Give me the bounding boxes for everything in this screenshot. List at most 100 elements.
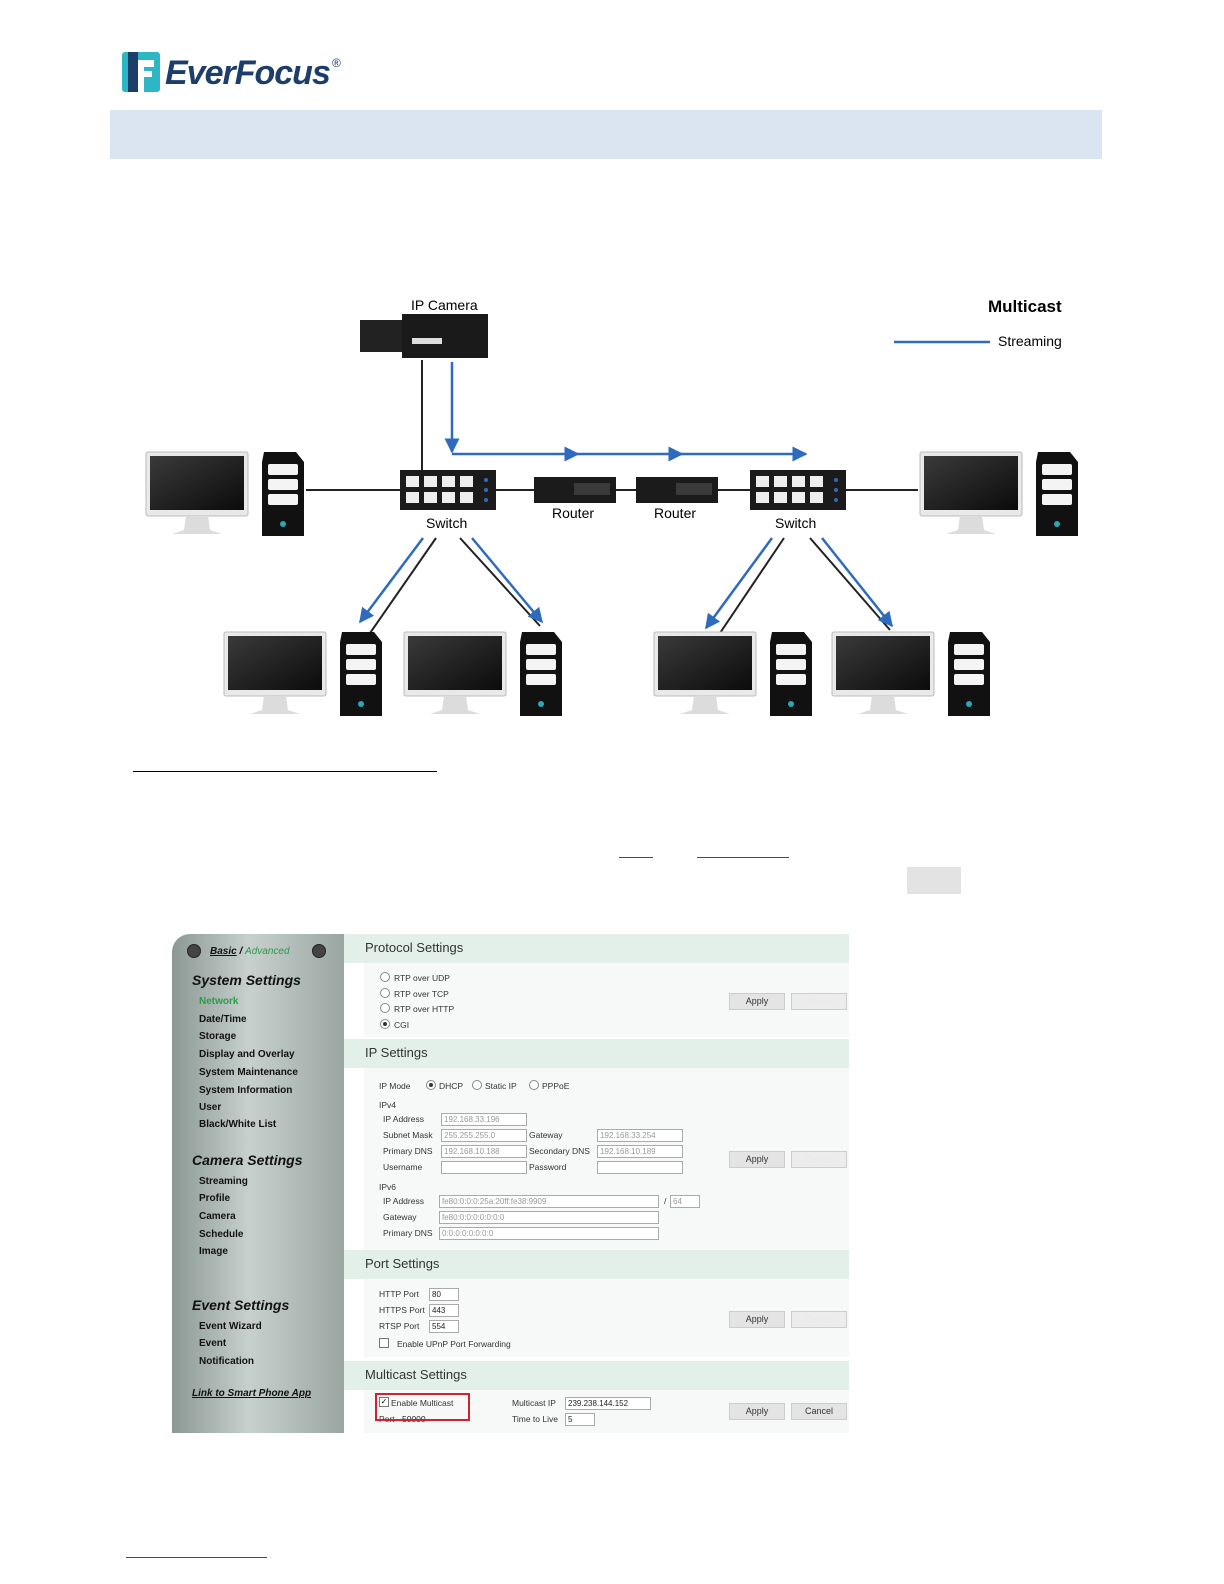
- mode-links: Basic / Advanced: [210, 946, 290, 957]
- ipv6-dns-input[interactable]: 0:0:0:0:0:0:0:0: [439, 1227, 659, 1240]
- http-port-input[interactable]: 80: [429, 1288, 459, 1301]
- radio-rtp-tcp[interactable]: [380, 988, 390, 998]
- ip-address-input[interactable]: 192.168.33.196: [441, 1113, 527, 1126]
- primary-dns-input[interactable]: 192.168.10.188: [441, 1145, 527, 1158]
- static-ip-label: Static IP: [485, 1081, 517, 1091]
- username-input[interactable]: [441, 1161, 527, 1174]
- ttl-label: Time to Live: [512, 1414, 558, 1424]
- sidebar-item-date-time[interactable]: Date/Time: [199, 1014, 247, 1025]
- link-underline[interactable]: [697, 857, 789, 858]
- multicast-settings-body: ✓ Enable Multicast Port 50000 Multicast …: [364, 1390, 849, 1433]
- radio-rtp-http[interactable]: [380, 1003, 390, 1013]
- radio-cgi[interactable]: [380, 1019, 390, 1029]
- ip-cancel-button[interactable]: Cancel: [791, 1151, 847, 1168]
- footer-link-underline[interactable]: [126, 1557, 267, 1558]
- ip-settings-body: IP Mode DHCP Static IP PPPoE IPv4 IP Add…: [364, 1068, 849, 1250]
- sidebar-item-image[interactable]: Image: [199, 1246, 228, 1257]
- pc-bottom-1-icon: [223, 631, 383, 717]
- sidebar: Basic / Advanced System Settings Network…: [172, 934, 344, 1433]
- ipv4-label: IPv4: [379, 1100, 397, 1110]
- switch-left-label: Switch: [426, 515, 467, 531]
- https-port-input[interactable]: 443: [429, 1304, 459, 1317]
- sidebar-item-system-information[interactable]: System Information: [199, 1085, 293, 1096]
- protocol-settings-body: RTP over UDP RTP over TCP RTP over HTTP …: [364, 963, 849, 1037]
- port-settings-body: HTTP Port 80 HTTPS Port 443 RTSP Port 55…: [364, 1279, 849, 1357]
- ip-camera-icon: [360, 314, 488, 358]
- sidebar-item-user[interactable]: User: [199, 1102, 222, 1113]
- pppoe-label: PPPoE: [542, 1081, 570, 1091]
- username-label: Username: [383, 1162, 423, 1172]
- sidebar-item-event[interactable]: Event: [199, 1338, 227, 1349]
- sidebar-item-notification[interactable]: Notification: [199, 1356, 254, 1367]
- ipv6-address-input[interactable]: fe80:0:0:0:25a:20ff:fe38:9909: [439, 1195, 659, 1208]
- brand-name: EverFocus: [165, 54, 331, 92]
- advanced-link[interactable]: Advanced: [245, 946, 290, 957]
- multicast-apply-button[interactable]: Apply: [729, 1403, 785, 1420]
- link-underline[interactable]: [619, 857, 653, 858]
- radio-static-ip[interactable]: [472, 1080, 482, 1090]
- sidebar-item-profile[interactable]: Profile: [199, 1193, 231, 1204]
- ip-apply-button[interactable]: Apply: [729, 1151, 785, 1168]
- header-band: [110, 110, 1102, 159]
- multicast-ip-input[interactable]: 239.238.144.152: [565, 1397, 651, 1410]
- section-underline: [133, 771, 437, 772]
- network-settings-screenshot: Basic / Advanced System Settings Network…: [172, 934, 849, 1433]
- ip-address-label: IP Address: [383, 1114, 424, 1124]
- pc-bottom-3-icon: [653, 631, 813, 717]
- password-input[interactable]: [597, 1161, 683, 1174]
- port-cancel-button[interactable]: Cancel: [791, 1311, 847, 1328]
- multicast-settings-header: Multicast Settings: [344, 1361, 849, 1390]
- upnp-label: Enable UPnP Port Forwarding: [397, 1339, 511, 1349]
- protocol-cancel-button[interactable]: Cancel: [791, 993, 847, 1010]
- subnet-mask-label: Subnet Mask: [383, 1130, 433, 1140]
- ipv6-prefix-input[interactable]: 64: [670, 1195, 700, 1208]
- multicast-cancel-button[interactable]: Cancel: [791, 1403, 847, 1420]
- sidebar-item-event-wizard[interactable]: Event Wizard: [199, 1321, 262, 1332]
- basic-link[interactable]: Basic: [210, 946, 237, 957]
- sidebar-item-storage[interactable]: Storage: [199, 1031, 237, 1042]
- router-left-label: Router: [552, 505, 594, 521]
- ipv6-dns-label: Primary DNS: [383, 1228, 433, 1238]
- radio-rtp-udp[interactable]: [380, 972, 390, 982]
- gateway-input[interactable]: 192.168.33.254: [597, 1129, 683, 1142]
- protocol-apply-button[interactable]: Apply: [729, 993, 785, 1010]
- everfocus-logo-icon: [122, 52, 160, 92]
- upnp-checkbox[interactable]: [379, 1338, 389, 1348]
- enable-multicast-label: Enable Multicast: [391, 1398, 454, 1408]
- sidebar-item-schedule[interactable]: Schedule: [199, 1229, 244, 1240]
- protocol-settings-header: Protocol Settings: [344, 934, 849, 963]
- rtsp-port-input[interactable]: 554: [429, 1320, 459, 1333]
- ipv6-gateway-input[interactable]: fe80:0:0:0:0:0:0:0: [439, 1211, 659, 1224]
- rtsp-port-label: RTSP Port: [379, 1321, 420, 1331]
- router-right-label: Router: [654, 505, 696, 521]
- sidebar-item-camera[interactable]: Camera: [199, 1211, 236, 1222]
- sidebar-item-black-white-list[interactable]: Black/White List: [199, 1119, 277, 1130]
- https-port-label: HTTPS Port: [379, 1305, 425, 1315]
- pc-right-icon: [919, 451, 1079, 537]
- password-label: Password: [529, 1162, 567, 1172]
- dhcp-label: DHCP: [439, 1081, 464, 1091]
- rtp-tcp-label: RTP over TCP: [394, 989, 449, 999]
- radio-pppoe[interactable]: [529, 1080, 539, 1090]
- camera-settings-heading: Camera Settings: [192, 1152, 303, 1168]
- sidebar-item-display-overlay[interactable]: Display and Overlay: [199, 1049, 295, 1060]
- ui-label-chip: [907, 867, 961, 894]
- enable-multicast-checkbox[interactable]: ✓: [379, 1397, 389, 1407]
- sidebar-item-streaming[interactable]: Streaming: [199, 1176, 248, 1187]
- prefix-separator: /: [664, 1196, 667, 1206]
- ttl-input[interactable]: 5: [565, 1413, 595, 1426]
- rtp-http-label: RTP over HTTP: [394, 1004, 455, 1014]
- cgi-label: CGI: [394, 1020, 410, 1030]
- system-settings-heading: System Settings: [192, 972, 301, 988]
- smart-phone-app-link[interactable]: Link to Smart Phone App: [192, 1388, 312, 1399]
- sidebar-item-system-maintenance[interactable]: System Maintenance: [199, 1067, 298, 1078]
- secondary-dns-label: Secondary DNS: [529, 1146, 590, 1156]
- router-left-icon: [534, 477, 616, 503]
- secondary-dns-input[interactable]: 192.168.10.189: [597, 1145, 683, 1158]
- pc-left-icon: [145, 451, 305, 537]
- knob-icon: [187, 944, 201, 958]
- subnet-mask-input[interactable]: 255.255.255.0: [441, 1129, 527, 1142]
- port-apply-button[interactable]: Apply: [729, 1311, 785, 1328]
- radio-dhcp[interactable]: [426, 1080, 436, 1090]
- sidebar-item-network[interactable]: Network: [199, 996, 239, 1007]
